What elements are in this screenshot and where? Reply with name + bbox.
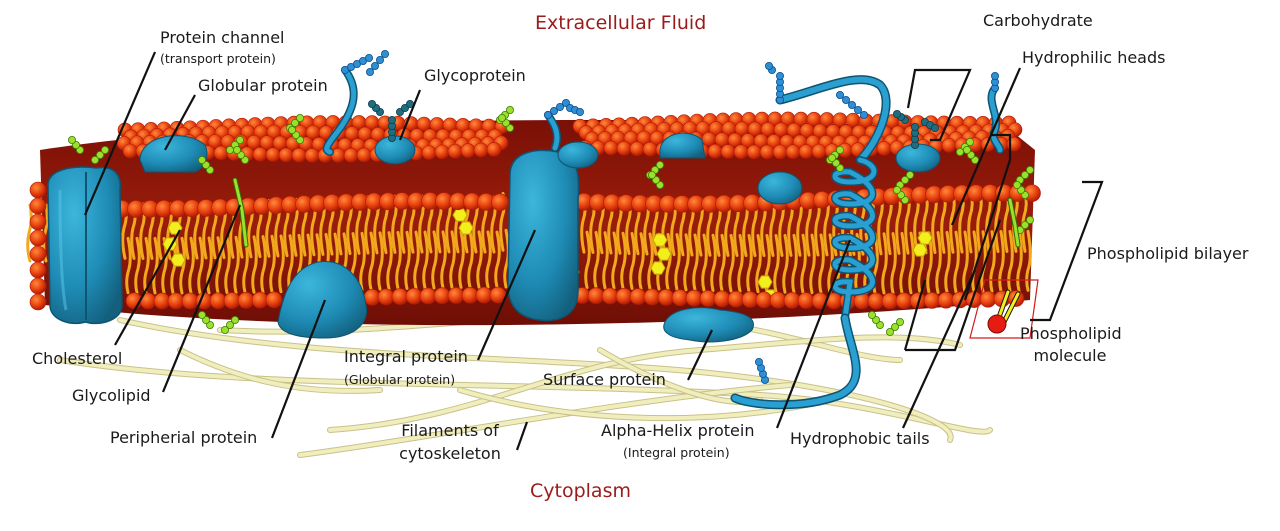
hydrophobic-tails-label: Hydrophobic tails — [790, 429, 930, 448]
phospholipid-molecule-label-line2: molecule — [1033, 346, 1107, 365]
carbohydrate-chains — [68, 50, 1035, 384]
protein-channel-sublabel: (transport protein) — [160, 51, 276, 66]
glycolipid-label: Glycolipid — [72, 386, 151, 405]
proteins — [47, 66, 1004, 410]
alpha-helix-shape — [730, 75, 891, 410]
phospholipid-molecule-shape — [969, 279, 1039, 339]
phospholipid-bilayer-label: Phospholipid bilayer — [1087, 244, 1249, 263]
leader-lines — [83, 51, 1104, 451]
carbohydrate-label: Carbohydrate — [983, 11, 1093, 30]
integral-protein-sublabel: (Globular protein) — [344, 372, 456, 387]
surface-protein-shape — [663, 307, 754, 343]
extracellular-fluid-label: Extracellular Fluid — [535, 12, 707, 34]
hydrophilic-heads-label: Hydrophilic heads — [1022, 48, 1166, 67]
phospholipid-molecule-label-line1: Phospholipid — [1020, 324, 1122, 343]
integral-protein-label: Integral protein — [344, 347, 468, 366]
cytoplasm-label: Cytoplasm — [530, 480, 631, 502]
protein-channel-label: Protein channel — [160, 28, 285, 47]
cholesterol-label: Cholesterol — [32, 349, 123, 368]
alpha-helix-sublabel: (Integral protein) — [623, 445, 730, 460]
globular-protein-label: Globular protein — [198, 76, 328, 95]
filaments-label-line2: cytoskeleton — [399, 444, 501, 463]
filaments-label-line1: Filaments of — [401, 421, 499, 440]
bottom-heads — [125, 286, 1025, 310]
integral-protein-shape — [507, 149, 580, 322]
protein-channel-shape — [47, 166, 123, 325]
alpha-helix-label: Alpha-Helix protein — [601, 421, 755, 440]
peripheral-protein-label: Peripherial protein — [110, 428, 258, 447]
globular-protein-shape — [139, 135, 208, 173]
surface-protein-label: Surface protein — [543, 370, 666, 389]
glycoprotein-label: Glycoprotein — [424, 66, 526, 85]
top-heads — [29, 181, 1041, 311]
